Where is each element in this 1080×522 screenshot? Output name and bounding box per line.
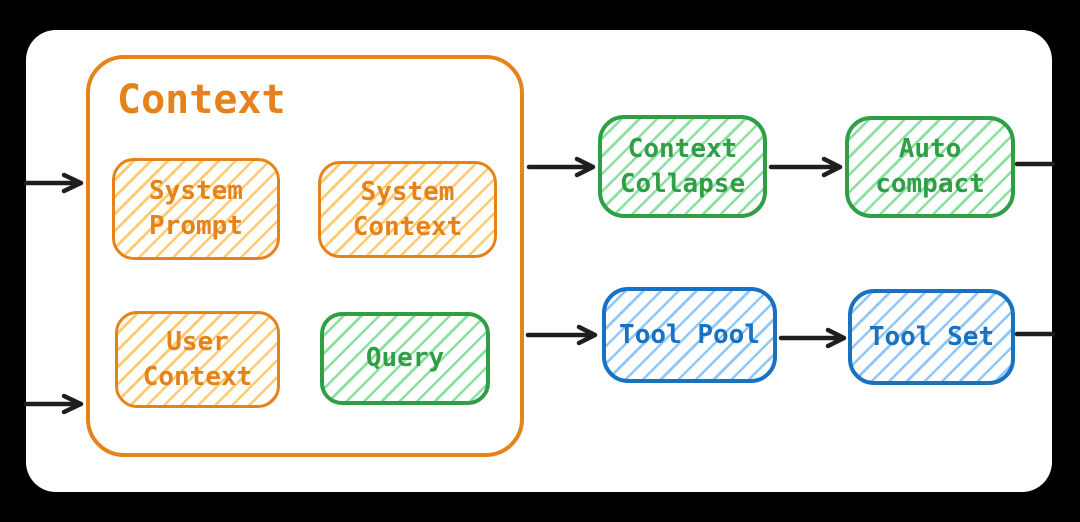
node-auto-compact-label-line2: compact [875, 169, 985, 199]
node-user-context: User Context [115, 311, 280, 408]
context-group-box [86, 55, 524, 457]
node-auto-compact: Auto compact [845, 116, 1015, 218]
node-tool-pool-label: Tool Pool [619, 319, 760, 350]
node-query-label: Query [365, 343, 445, 373]
node-query: Query [320, 312, 490, 405]
diagram-canvas [26, 30, 1052, 492]
node-system-prompt-label-line1: System [149, 176, 243, 206]
node-auto-compact-label-line1: Auto [898, 134, 962, 164]
node-system-context-label-line1: System [360, 176, 455, 207]
node-system-context-label-line2: Context [352, 211, 463, 242]
node-context-collapse: Context Collapse [598, 115, 767, 218]
node-tool-set: Tool Set [848, 289, 1015, 385]
node-tool-set-label: Tool Set [868, 321, 995, 352]
context-group-title: Context [117, 77, 286, 123]
node-user-context-label-line2: Context [142, 361, 253, 392]
node-context-collapse-label-line2: Collapse [619, 168, 746, 199]
node-system-prompt-label-line2: Prompt [149, 211, 243, 241]
node-system-context: System Context [318, 161, 497, 258]
node-tool-pool: Tool Pool [602, 287, 777, 383]
node-context-collapse-label-line1: Context [627, 133, 738, 164]
node-user-context-label-line1: User [166, 326, 229, 357]
node-system-prompt: System Prompt [112, 158, 280, 260]
